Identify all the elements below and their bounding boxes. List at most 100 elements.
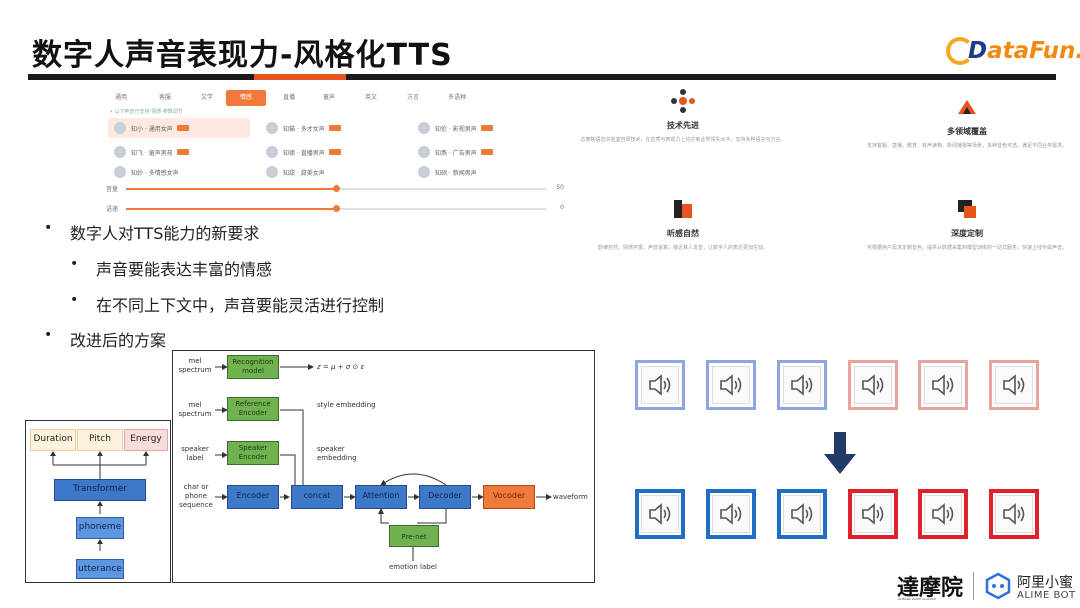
slider-fill	[126, 188, 336, 190]
audio-sample-speaker-icon[interactable]	[777, 489, 827, 539]
voice-selector-screenshot: 通用 客服 文学 情感 直播 童声 英文 方言 多语种 • 以下声音已支持 情感…	[106, 86, 566, 216]
voice-tab-active[interactable]: 情感	[226, 90, 266, 106]
voice-tab[interactable]: 通用	[114, 94, 127, 101]
audio-sample-speaker-icon[interactable]	[989, 489, 1039, 539]
avatar	[418, 146, 430, 158]
datafun-logo-mark-icon	[946, 37, 974, 65]
domain-icon	[954, 94, 980, 120]
slider-label: 音量	[106, 186, 119, 193]
decoder-box: Decoder	[419, 485, 471, 509]
audio-sample-speaker-icon[interactable]	[706, 489, 756, 539]
slider-knob[interactable]	[333, 185, 340, 192]
feature-natural: 听感自然 韵律自然，情感丰富，声音逼真，接近真人发音，让数字人的表达更加生动。	[568, 196, 798, 253]
pitch-box: Pitch	[77, 429, 123, 451]
feature-custom: 深度定制 可根据用户需求定制音色，提供从数据采集到模型训练的一站式服务，快速上线…	[852, 196, 1080, 253]
voice-card[interactable]: 知飞 · 童声男孩	[108, 142, 250, 162]
architecture-connectors	[215, 364, 552, 561]
concat-box: concat	[291, 485, 343, 509]
avatar	[266, 122, 278, 134]
slider-value: 0	[560, 204, 564, 211]
datafun-logo-d: D	[968, 38, 988, 64]
voice-tab[interactable]: 英文	[364, 94, 377, 101]
voice-tag	[480, 125, 493, 131]
voice-card[interactable]: 知德 · 直播男声	[260, 142, 402, 162]
audio-sample-speaker-icon[interactable]	[918, 489, 968, 539]
title-underline	[28, 74, 1056, 80]
footer-divider	[973, 572, 974, 600]
encoder-box: Encoder	[227, 485, 279, 509]
voice-category-tabs: 通用 客服 文学 情感 直播 童声 英文 方言 多语种	[106, 90, 566, 106]
voice-card[interactable]: 知猫 · 多才女声	[260, 118, 402, 138]
bullet-item: •改进后的方案	[44, 327, 167, 350]
avatar	[418, 122, 430, 134]
voice-tab[interactable]: 客服	[158, 94, 171, 101]
slider-value: 50	[556, 184, 564, 191]
audio-sample-speaker-icon[interactable]	[706, 360, 756, 410]
damo-logo: 達摩院	[897, 575, 964, 601]
slider-knob[interactable]	[333, 205, 340, 212]
datafun-logo-text: ataFun	[987, 38, 1076, 64]
reference-encoder-box: Reference Encoder	[227, 397, 279, 421]
attention-box: Attention	[355, 485, 407, 509]
input-label-speaker: speaker label	[181, 445, 209, 462]
feature-domain: 多领域覆盖 支持客服、直播、教育、有声读物、新闻播报等场景，多种音色可选，满足不…	[852, 94, 1080, 151]
input-label-mel-2: mel spectrum	[178, 401, 212, 418]
avatar	[266, 166, 278, 178]
audio-sample-speaker-icon[interactable]	[777, 360, 827, 410]
voice-tab[interactable]: 童声	[322, 94, 335, 101]
speaker-encoder-box: Speaker Encoder	[227, 441, 279, 465]
bullet-mark: •	[44, 220, 53, 236]
voice-tag	[176, 125, 189, 131]
prenet-box: Pre-net	[389, 525, 439, 547]
sequence-label: char or phone sequence	[179, 483, 213, 509]
voice-card[interactable]: 知硕 · 新闻男声	[412, 166, 554, 178]
avatar	[114, 166, 126, 178]
voice-tag	[176, 149, 189, 155]
voice-tab[interactable]: 直播	[282, 94, 295, 101]
voice-tab[interactable]: 多语种	[447, 94, 466, 101]
bullet-mark: •	[70, 256, 79, 272]
duration-box: Duration	[30, 429, 76, 451]
bullet-mark: •	[44, 327, 53, 343]
voice-card[interactable]: 知甜 · 甜美女声	[260, 166, 402, 178]
reparam-formula: z = μ + σ ⊙ ε	[317, 363, 365, 371]
datafun-logo-dot: .	[1075, 38, 1080, 64]
audio-sample-speaker-icon[interactable]	[989, 360, 1039, 410]
arrow-down-icon	[824, 432, 856, 474]
speed-slider[interactable]: 语速 0	[106, 204, 566, 214]
avatar	[114, 146, 126, 158]
vocoder-box: Vocoder	[483, 485, 535, 509]
phoneme-box: phoneme	[76, 517, 124, 539]
voice-card[interactable]: 知伦 · 影视男声	[412, 118, 554, 138]
voice-tag	[328, 149, 341, 155]
audio-sample-speaker-icon[interactable]	[635, 489, 685, 539]
damo-logo-sub: ALIBABA DAMO ACADEMY	[898, 597, 937, 601]
energy-box: Energy	[124, 429, 168, 451]
custom-icon	[954, 196, 980, 222]
voice-card[interactable]: 知燕 · 广告男声	[412, 142, 554, 162]
style-embedding-label: style embedding	[317, 401, 376, 409]
natural-icon	[670, 196, 696, 222]
slider-fill	[126, 208, 336, 210]
avatar	[114, 122, 126, 134]
voice-card-selected[interactable]: 知小 · 通用女声	[108, 118, 250, 138]
voice-card[interactable]: 知妙 · 多情感女声	[108, 166, 250, 178]
voice-tag	[480, 149, 493, 155]
voice-tab[interactable]: 文学	[200, 94, 213, 101]
bullet-subitem: •在不同上下文中，声音要能灵活进行控制	[70, 292, 385, 315]
tts-architecture-diagram: mel spectrum Recognition model z = μ + σ…	[172, 350, 595, 583]
audio-sample-speaker-icon[interactable]	[635, 360, 685, 410]
volume-slider[interactable]: 音量 50	[106, 184, 566, 194]
audio-sample-speaker-icon[interactable]	[848, 489, 898, 539]
recognition-model-box: Recognition model	[227, 355, 279, 379]
audio-sample-speaker-icon[interactable]	[918, 360, 968, 410]
alime-bot-icon	[985, 572, 1011, 600]
avatar	[418, 166, 430, 178]
audio-sample-speaker-icon[interactable]	[848, 360, 898, 410]
bullet-subitem: •声音要能表达丰富的情感	[70, 256, 273, 279]
waveform-label: waveform	[553, 493, 588, 501]
voice-tab[interactable]: 方言	[406, 94, 419, 101]
transformer-box: Transformer	[54, 479, 146, 501]
alime-name-en: ALIME BOT	[1017, 590, 1076, 601]
variance-adaptor-connectors	[50, 451, 149, 551]
